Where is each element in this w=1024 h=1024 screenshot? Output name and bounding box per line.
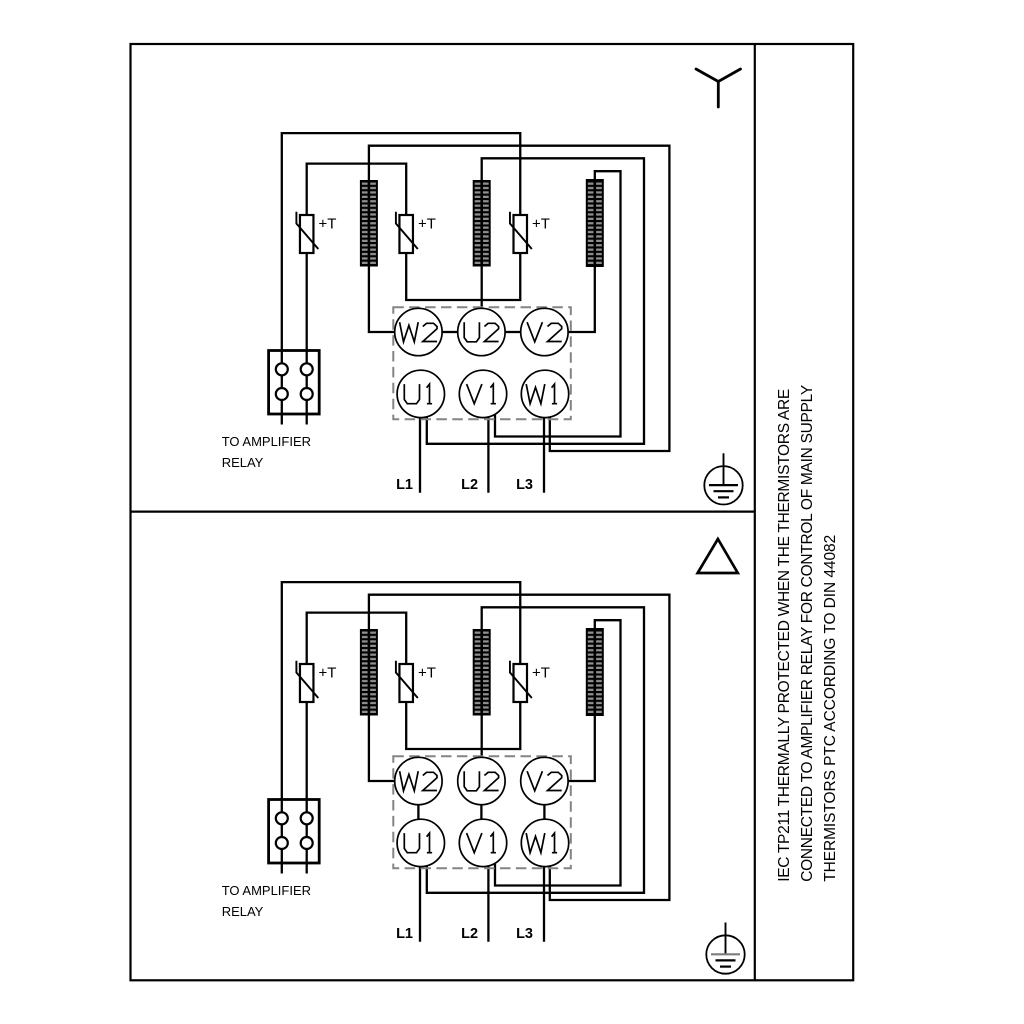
svg-text:IEC TP211 THERMALLY PROTECTED: IEC TP211 THERMALLY PROTECTED WHEN THE T…	[776, 389, 793, 882]
svg-text:TO AMPLIFIER: TO AMPLIFIER	[222, 434, 311, 449]
svg-text:+T: +T	[532, 216, 550, 233]
svg-text:L3: L3	[516, 926, 533, 942]
svg-text:RELAY: RELAY	[222, 455, 264, 470]
svg-text:TO AMPLIFIER: TO AMPLIFIER	[222, 883, 311, 898]
svg-text:+T: +T	[418, 665, 436, 682]
svg-text:RELAY: RELAY	[222, 904, 264, 919]
svg-text:L2: L2	[461, 477, 478, 493]
svg-text:L3: L3	[516, 477, 533, 493]
svg-text:L1: L1	[396, 477, 413, 493]
svg-text:+T: +T	[418, 216, 436, 233]
svg-text:L2: L2	[461, 926, 478, 942]
svg-text:L1: L1	[396, 926, 413, 942]
svg-text:+T: +T	[319, 665, 337, 682]
svg-text:THERMISTORS PTC ACCORDING TO D: THERMISTORS PTC ACCORDING TO DIN 44082	[822, 535, 839, 882]
svg-text:CONNECTED TO AMPLIFIER RELAY F: CONNECTED TO AMPLIFIER RELAY FOR CONTROL…	[799, 385, 816, 882]
svg-text:+T: +T	[532, 665, 550, 682]
svg-text:+T: +T	[319, 216, 337, 233]
